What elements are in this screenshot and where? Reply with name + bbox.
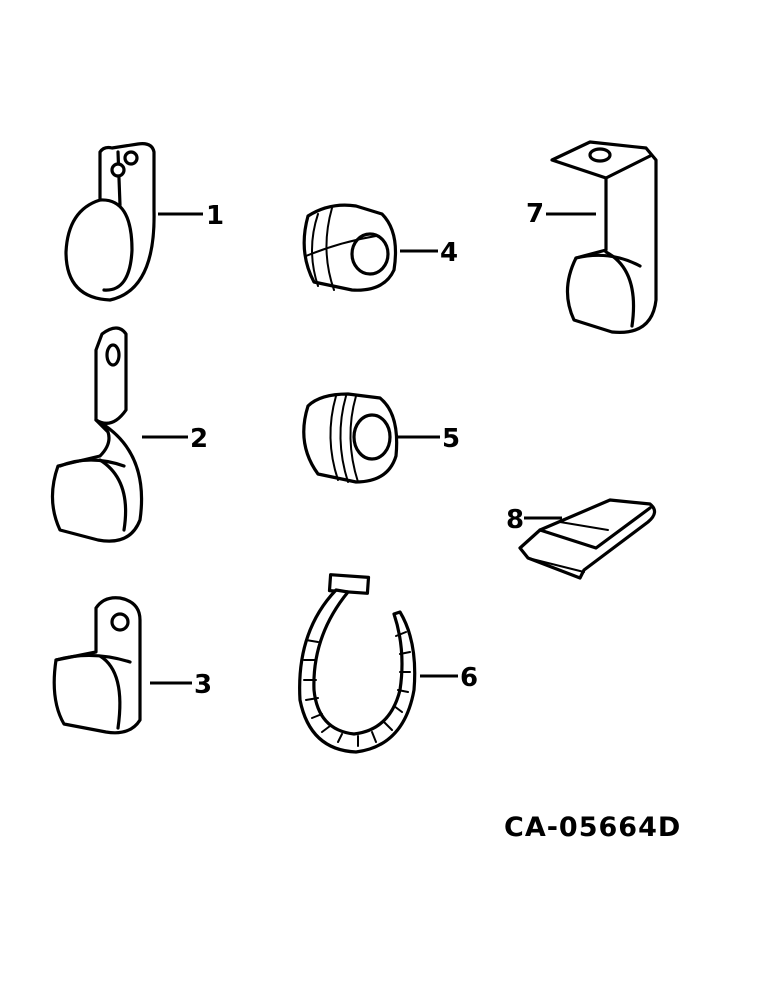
callout-1-label: 1 bbox=[206, 201, 224, 231]
part-6-band-strap bbox=[298, 573, 417, 754]
callout-2-label: 2 bbox=[190, 424, 208, 454]
callout-7: 7 bbox=[526, 199, 596, 229]
callout-5-label: 5 bbox=[442, 424, 460, 454]
callout-3: 3 bbox=[150, 670, 212, 700]
callout-3-label: 3 bbox=[194, 670, 212, 700]
callout-4: 4 bbox=[400, 238, 458, 268]
part-8-spring-clip bbox=[518, 498, 657, 580]
callout-4-label: 4 bbox=[440, 238, 458, 268]
callout-8-label: 8 bbox=[506, 505, 524, 535]
part-4-grommet bbox=[302, 203, 398, 292]
callout-8: 8 bbox=[506, 505, 562, 535]
part-2-twisted-clamp bbox=[50, 326, 144, 543]
callout-6-label: 6 bbox=[460, 663, 478, 693]
callout-7-label: 7 bbox=[526, 199, 544, 229]
drawing-code: CA-05664D bbox=[504, 812, 681, 843]
callout-1: 1 bbox=[158, 201, 224, 231]
part-3-p-clamp bbox=[52, 596, 142, 735]
part-5-grommet bbox=[302, 392, 399, 484]
part-1-loop-clamp bbox=[64, 142, 156, 302]
part-7-offset-bracket-clamp bbox=[550, 140, 658, 334]
callout-6: 6 bbox=[420, 663, 478, 693]
callout-2: 2 bbox=[142, 424, 208, 454]
callout-5: 5 bbox=[398, 424, 460, 454]
